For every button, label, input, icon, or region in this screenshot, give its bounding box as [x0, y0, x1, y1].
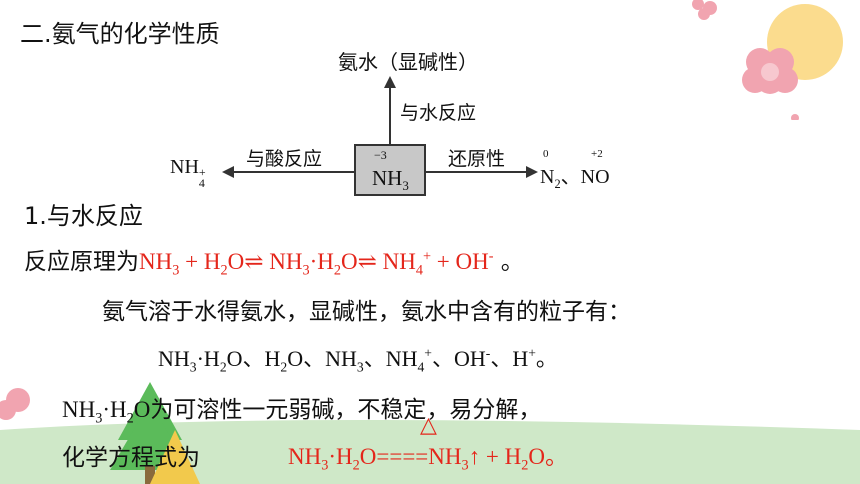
arrow-left-line	[230, 171, 354, 173]
decomposition-equation: NH3·H2O====NH3↑ + H2O。	[288, 444, 568, 474]
petals-left	[0, 388, 30, 420]
blossom-small	[692, 0, 717, 20]
center-oxidation-state: −3	[374, 148, 387, 162]
hill	[0, 420, 860, 484]
tree-trunk	[145, 466, 155, 484]
right-reaction-label: 还原性	[448, 148, 506, 170]
top-product-label: 氨水（显碱性）	[338, 52, 478, 74]
reaction-principle: 反应原理为NH3 + H2O⇌ NH3·H2O⇌ NH4+ + OH- 。	[24, 248, 524, 279]
decomposition-lead: 化学方程式为	[62, 445, 200, 471]
center-formula: NH3	[372, 166, 409, 194]
subsection-title: 1.与水反应	[24, 202, 143, 230]
center-compound-box: −3 NH3	[354, 144, 426, 196]
decoration-corner-top-right	[692, 0, 843, 120]
arrow-right-head	[526, 166, 538, 178]
particle-list: NH3·H2O、H2O、NH3、NH4+、OH-、H+。	[158, 345, 558, 375]
section-title: 二.氨气的化学性质	[20, 20, 220, 48]
arrow-right-line	[426, 171, 530, 173]
petal-dot	[791, 114, 799, 120]
blossom-large	[742, 48, 798, 94]
decoration-bottom-landscape	[0, 382, 860, 484]
principle-lead: 反应原理为	[24, 249, 139, 275]
left-reaction-label: 与酸反应	[246, 148, 323, 170]
arrow-up-head	[384, 76, 396, 88]
right-product-formula: N2、NO	[540, 166, 610, 191]
weak-base-sentence: NH3·H2O为可溶性一元弱碱，不稳定，易分解，	[62, 397, 542, 427]
right-ox-n: 0	[543, 148, 549, 160]
left-product-formula: NH+4	[170, 156, 206, 190]
arrow-up-line	[389, 84, 391, 144]
tree-yellow	[150, 430, 200, 484]
principle-equation: NH3 + H2O⇌ NH3·H2O⇌ NH4+ + OH-	[139, 248, 494, 279]
heat-symbol: △	[420, 412, 437, 437]
ammonia-water-sentence: 氨气溶于水得氨水，显碱性，氨水中含有的粒子有：	[102, 299, 631, 325]
right-ox-no: +2	[591, 148, 603, 160]
top-reaction-label: 与水反应	[400, 102, 477, 124]
arrow-left-head	[222, 166, 234, 178]
